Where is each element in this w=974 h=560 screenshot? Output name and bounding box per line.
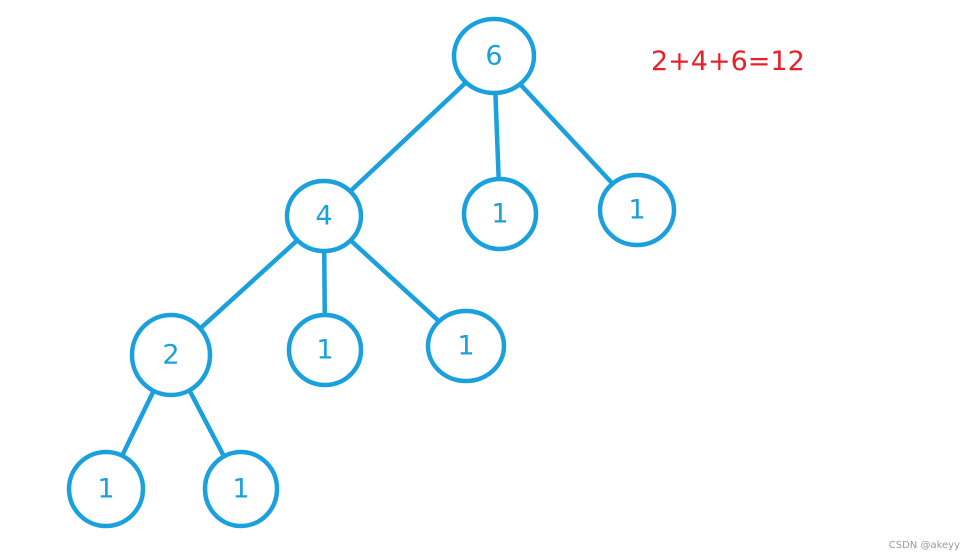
tree-node: 1 [202,449,280,529]
node-circle [202,449,280,529]
tree-node: 1 [286,312,364,388]
edge-n0-n1 [347,79,470,195]
node-circle [284,178,364,254]
tree-node: 1 [597,172,677,248]
node-circle [597,172,677,248]
node-label: 1 [316,335,333,366]
edge-n4-n7 [119,387,157,458]
node-label: 1 [457,331,474,362]
node-label: 2 [162,340,179,371]
nodes-layer: 6 4 1 1 2 1 1 1 1 [66,16,677,529]
node-circle [425,308,507,384]
tree-node: 1 [461,176,539,252]
tree-node: 1 [425,308,507,384]
node-label: 1 [491,199,508,230]
edge-n1-n6 [347,237,443,325]
watermark: CSDN @akeyy [888,540,960,551]
node-label: 1 [97,474,114,505]
node-circle [286,312,364,388]
node-circle [129,312,213,398]
tree-node: 4 [284,178,364,254]
node-label: 1 [232,474,249,505]
node-circle [66,449,146,529]
equation-text: 2+4+6=12 [651,46,805,77]
tree-node: 2 [129,312,213,398]
tree-node: 6 [451,16,537,96]
edges-layer [119,79,616,460]
node-label: 6 [485,41,502,72]
node-circle [451,16,537,96]
edge-n4-n8 [186,387,227,460]
node-label: 4 [315,201,332,232]
tree-node: 1 [66,449,146,529]
edge-n1-n4 [197,237,301,332]
node-circle [461,176,539,252]
edge-n0-n3 [516,80,616,187]
node-label: 1 [628,195,645,226]
edge-n0-n2 [493,90,501,182]
